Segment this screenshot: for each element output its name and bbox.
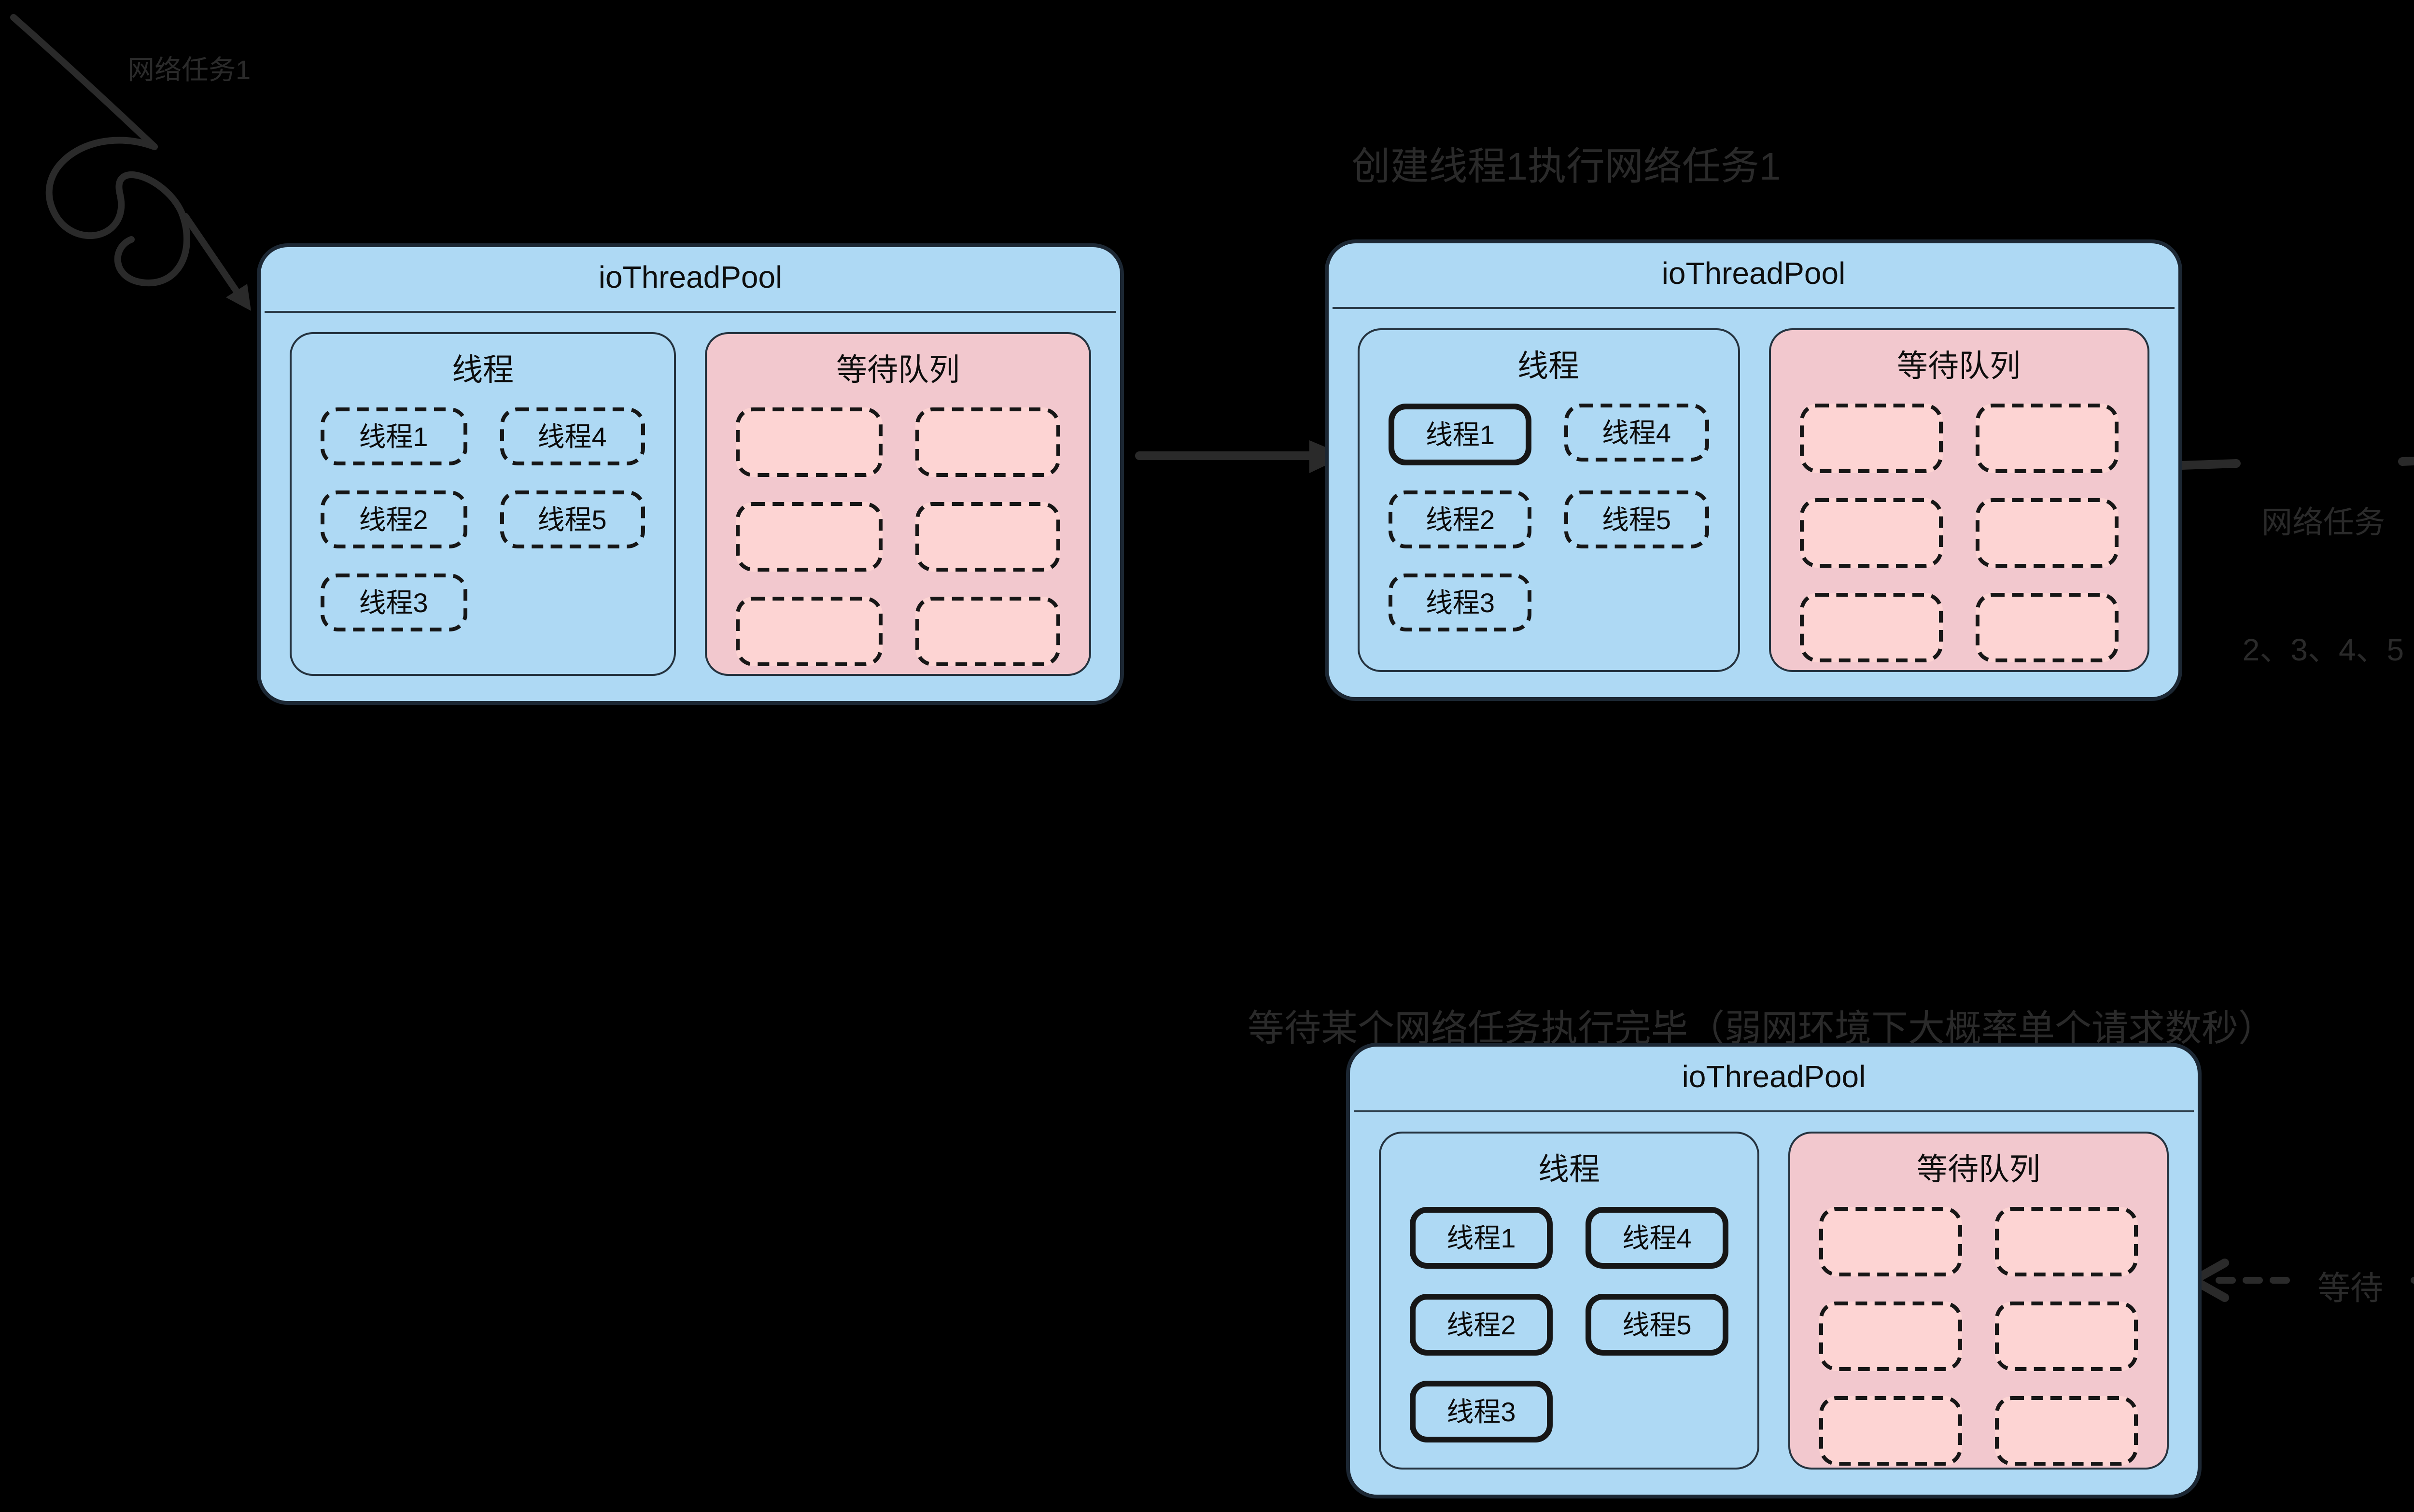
queue-empty-slot	[914, 597, 1060, 666]
queue-empty-slot	[736, 407, 882, 477]
pool-inner-row: 线程线程1 线程4 线程2 线程5 线程3 等待队列	[290, 332, 1091, 676]
queue-empty-slot	[1975, 404, 2119, 473]
thread-chip: 线程3	[321, 574, 466, 631]
queue-empty-slot	[1995, 1302, 2138, 1371]
queue-empty-slot	[1819, 1207, 1962, 1276]
thread-chip: 线程5	[1586, 1294, 1728, 1356]
threads-grid: 线程1 线程4 线程2 线程5 线程3	[1381, 1190, 1757, 1442]
queue-box: 等待队列	[705, 332, 1091, 676]
pool-inner-row: 线程线程1 线程4 线程2 线程5 线程3 等待队列	[1358, 328, 2149, 672]
queue-grid	[707, 390, 1089, 666]
threads-grid: 线程1 线程4 线程2 线程5 线程3	[1360, 386, 1737, 631]
pool-inner-row: 线程线程1 线程4 线程2 线程5 线程3 等待队列	[1379, 1132, 2169, 1470]
iothreadpool-box-2: ioThreadPool 线程线程1 线程4 线程2 线程5 线程3 等待队列	[1325, 239, 2182, 701]
pool-title: ioThreadPool	[1333, 243, 2175, 309]
network-tasks-arrow-label-line2: 2、3、4、5	[2242, 635, 2404, 668]
arrow-step1-step2	[1135, 440, 1346, 473]
threads-box-title: 线程	[1538, 1155, 1600, 1188]
thread-chip: 线程1	[321, 407, 466, 465]
queue-empty-slot	[1995, 1207, 2138, 1276]
network-task1-label: 网络任务1	[127, 54, 251, 85]
iothreadpool-box-1: ioThreadPool 线程线程1 线程4 线程2 线程5 线程3 等待队列	[257, 243, 1124, 705]
queue-empty-slot	[1799, 593, 1942, 662]
queue-empty-slot	[914, 407, 1060, 477]
queue-empty-slot	[1819, 1396, 1962, 1466]
queue-empty-slot	[1799, 498, 1942, 568]
queue-grid	[1770, 386, 2147, 662]
queue-empty-slot	[1995, 1396, 2138, 1466]
thread-chip: 线程3	[1389, 574, 1532, 631]
thread-chip: 线程1	[1389, 404, 1532, 465]
thread-chip: 线程2	[321, 490, 466, 548]
thread-chip: 线程4	[1565, 404, 1708, 462]
thread-chip: 线程5	[499, 490, 645, 548]
threads-box: 线程线程1 线程4 线程2 线程5 线程3	[1379, 1132, 1759, 1470]
pool-title: ioThreadPool	[265, 247, 1116, 313]
queue-box-title: 等待队列	[1896, 351, 2021, 384]
threads-box: 线程线程1 线程4 线程2 线程5 线程3	[1358, 328, 1739, 672]
iothreadpool-box-4: ioThreadPool 线程线程1 线程4 线程2 线程5 线程3 等待队列	[1346, 1043, 2202, 1498]
thread-chip: 线程1	[1410, 1207, 1553, 1269]
thread-chip: 线程5	[1565, 490, 1708, 548]
queue-empty-slot	[1799, 404, 1942, 473]
queue-empty-slot	[1975, 498, 2119, 568]
queue-empty-slot	[736, 597, 882, 666]
network-tasks-arrow-label-line1: 网络任务	[2261, 508, 2385, 541]
queue-box-title: 等待队列	[1916, 1155, 2040, 1188]
threads-box-title: 线程	[1517, 351, 1579, 384]
wait-arrow-label: 等待	[2317, 1271, 2383, 1307]
thread-chip: 线程4	[1586, 1207, 1728, 1269]
queue-empty-slot	[1975, 593, 2119, 662]
queue-empty-slot	[1819, 1302, 1962, 1371]
threads-box: 线程线程1 线程4 线程2 线程5 线程3	[290, 332, 676, 676]
step2-caption: 创建线程1执行网络任务1	[1351, 147, 1781, 189]
queue-box: 等待队列	[1788, 1132, 2169, 1470]
thread-chip: 线程3	[1410, 1381, 1553, 1442]
queue-grid	[1790, 1190, 2167, 1466]
thread-chip: 线程2	[1389, 490, 1532, 548]
queue-box-title: 等待队列	[836, 355, 960, 388]
thread-chip: 线程4	[499, 407, 645, 465]
network-tasks-arrow-label: 网络任务 2、3、4、5	[2178, 419, 2414, 759]
thread-chip: 线程2	[1410, 1294, 1553, 1356]
threads-box-title: 线程	[451, 355, 514, 388]
queue-box: 等待队列	[1768, 328, 2149, 672]
queue-empty-slot	[914, 502, 1060, 572]
queue-empty-slot	[736, 502, 882, 572]
threads-grid: 线程1 线程4 线程2 线程5 线程3	[292, 390, 674, 631]
pool-title: ioThreadPool	[1354, 1047, 2194, 1112]
